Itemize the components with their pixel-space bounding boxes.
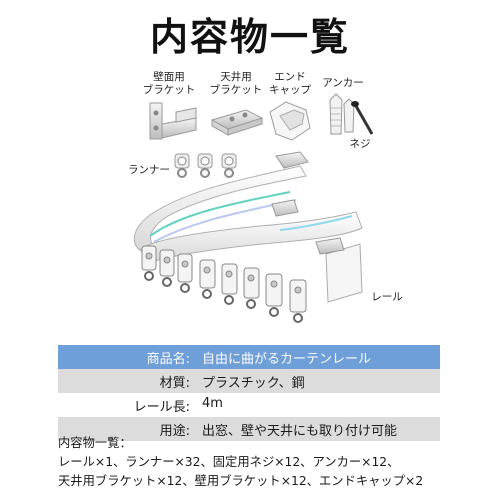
wall-bracket-icon [149,102,197,140]
runner-icon [174,153,237,178]
ceiling-bracket-label-line1: 天井用 [220,71,252,83]
ceiling-bracket-label-line2: ブラケット [209,84,263,96]
end-cap-label-line1: エンド [274,71,306,83]
screw-icon [351,101,374,135]
spec-row-product-name: 商品名: 自由に曲がるカーテンレール [58,345,440,369]
screw-label: ネジ [349,138,371,150]
contents-heading: 内容物一覧： [58,436,132,450]
page-title: 内容物一覧 [149,15,350,59]
spec-value: 4m [202,396,223,411]
contents-line: 天井用ブラケット×12、壁用ブラケット×12、エンドキャップ×2 [58,474,424,488]
spec-key: 商品名: [146,352,190,367]
curtain-rail-icon [133,151,363,323]
spec-row-material: 材質: プラスチック、鋼 [58,369,440,393]
spec-row-usage: 用途: 出窓、壁や天井にも取り付け可能 [58,417,440,441]
runner-label: ランナー [128,164,170,176]
end-cap-icon [269,101,311,141]
rail-label: レール [371,291,403,303]
spec-value: 自由に曲がるカーテンレール [202,352,372,367]
spec-value: プラスチック、鋼 [202,376,305,391]
anchor-icon [329,93,355,135]
ceiling-bracket-icon [210,109,264,136]
spec-row-rail-length: レール長: 4m [58,393,440,417]
spec-value: 出窓、壁や天井にも取り付け可能 [202,424,398,439]
anchor-label: アンカー [322,77,364,89]
spec-key: 用途: [159,424,190,439]
ceiling-bracket-label: 天井用 ブラケット [201,71,271,97]
wall-bracket-label: 壁面用 ブラケット [134,71,204,97]
product-illustration [133,93,374,323]
contents-line: レール×1、ランナー×32、固定用ネジ×12、アンカー×12、 [58,455,400,469]
contents-list: 内容物一覧： レール×1、ランナー×32、固定用ネジ×12、アンカー×12、 天… [58,434,440,491]
wall-bracket-label-line1: 壁面用 [153,71,185,83]
wall-bracket-label-line2: ブラケット [142,84,196,96]
spec-table: 商品名: 自由に曲がるカーテンレール 材質: プラスチック、鋼 レール長: 4m… [58,345,440,441]
end-cap-label-line2: キャップ [269,84,311,96]
end-cap-label: エンド キャップ [255,71,325,97]
spec-key: 材質: [159,376,190,391]
spec-key: レール長: [133,400,190,415]
